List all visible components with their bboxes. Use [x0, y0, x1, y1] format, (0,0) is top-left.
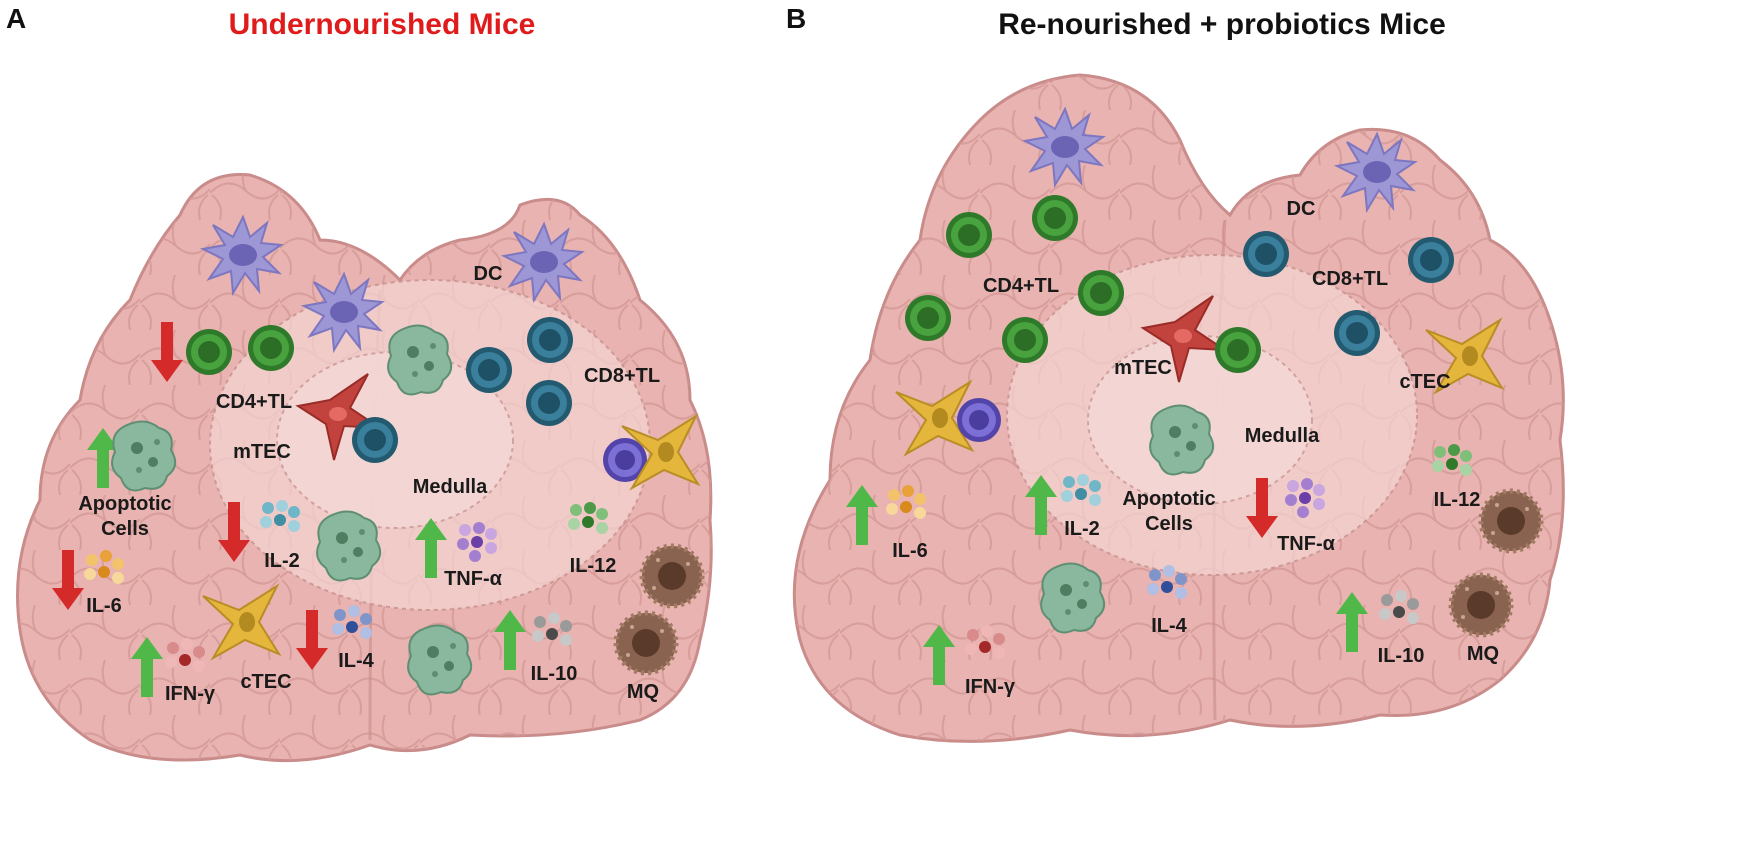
apoptotic-cell-icon: [111, 420, 177, 492]
label-apoptotic-1: Apoptotic: [78, 493, 171, 515]
panel-a-title: Undernourished Mice: [229, 8, 536, 41]
cytokine-cluster-icon: [886, 485, 926, 519]
label-ctec: cTEC: [1399, 371, 1450, 393]
label-medulla: Medulla: [413, 476, 488, 498]
cd8-t-cell-icon: [352, 417, 398, 463]
cd8-t-cell-icon: [1243, 231, 1289, 277]
apoptotic-cell-icon: [1149, 404, 1215, 476]
b-cell-icon: [957, 398, 1001, 442]
label-mq: MQ: [1467, 643, 1499, 665]
label-il12: IL-12: [1434, 489, 1481, 511]
label-il12: IL-12: [570, 555, 617, 577]
cytokine-cluster-icon: [165, 638, 205, 672]
macrophage-icon: [1451, 575, 1511, 635]
cd8-t-cell-icon: [1408, 237, 1454, 283]
cytokine-cluster-icon: [532, 612, 572, 646]
apoptotic-cell-icon: [1040, 562, 1106, 634]
cd4-t-cell-icon: [1002, 317, 1048, 363]
label-il2: IL-2: [1064, 518, 1100, 540]
cytokine-cluster-icon: [965, 625, 1005, 659]
label-ctec: cTEC: [240, 671, 291, 693]
label-apoptotic-2: Cells: [101, 518, 149, 540]
cd8-t-cell-icon: [526, 380, 572, 426]
label-medulla: Medulla: [1245, 425, 1320, 447]
label-mtec: mTEC: [1114, 357, 1172, 379]
cd4-t-cell-icon: [1032, 195, 1078, 241]
label-cd4: CD4+TL: [216, 391, 292, 413]
macrophage-icon: [1481, 491, 1541, 551]
label-tnf: TNF-α: [444, 568, 503, 590]
cytokine-cluster-icon: [457, 522, 497, 562]
panel-b-letter: B: [786, 3, 806, 34]
label-mtec: mTEC: [233, 441, 291, 463]
label-dc: DC: [474, 263, 503, 285]
cytokine-cluster-icon: [332, 605, 372, 639]
cd4-t-cell-icon: [248, 325, 294, 371]
label-mq: MQ: [627, 681, 659, 703]
label-il4: IL-4: [1151, 615, 1187, 637]
cytokine-cluster-icon: [260, 500, 300, 532]
cd4-t-cell-icon: [905, 295, 951, 341]
label-il6: IL-6: [86, 595, 122, 617]
label-il10: IL-10: [531, 663, 578, 685]
cd4-t-cell-icon: [1215, 327, 1261, 373]
cd8-t-cell-icon: [466, 347, 512, 393]
cytokine-cluster-icon: [568, 502, 608, 534]
label-il10: IL-10: [1378, 645, 1425, 667]
apoptotic-cell-icon: [316, 510, 382, 582]
macrophage-icon: [616, 613, 676, 673]
cytokine-cluster-icon: [1379, 590, 1419, 624]
label-il2: IL-2: [264, 550, 300, 572]
label-apoptotic-1: Apoptotic: [1122, 488, 1215, 510]
panel-a-letter: A: [6, 3, 26, 34]
apoptotic-cell-icon: [407, 624, 473, 696]
cytokine-cluster-icon: [84, 550, 124, 584]
label-apoptotic-2: Cells: [1145, 513, 1193, 535]
macrophage-icon: [642, 546, 702, 606]
cd8-t-cell-icon: [527, 317, 573, 363]
label-il4: IL-4: [338, 650, 374, 672]
label-il6: IL-6: [892, 540, 928, 562]
cytokine-cluster-icon: [1432, 444, 1472, 476]
cd4-t-cell-icon: [946, 212, 992, 258]
cytokine-cluster-icon: [1061, 474, 1101, 506]
label-tnf: TNF-α: [1277, 533, 1336, 555]
panel-b-title: Re-nourished + probiotics Mice: [998, 8, 1446, 41]
label-ifn: IFN-γ: [165, 683, 216, 705]
cytokine-cluster-icon: [1147, 565, 1187, 599]
panel-a: A Undernourished Mice DC CD4+TL CD8+TL m…: [6, 3, 713, 763]
label-cd4: CD4+TL: [983, 275, 1059, 297]
panel-b: B Re-nourished + probiotics Mice DC CD4+…: [786, 3, 1565, 743]
cd4-t-cell-icon: [186, 329, 232, 375]
label-ifn: IFN-γ: [965, 676, 1016, 698]
apoptotic-cell-icon: [387, 324, 453, 396]
cytokine-cluster-icon: [1285, 478, 1325, 518]
label-cd8: CD8+TL: [1312, 268, 1388, 290]
cd4-t-cell-icon: [1078, 270, 1124, 316]
label-dc: DC: [1287, 198, 1316, 220]
label-cd8: CD8+TL: [584, 365, 660, 387]
cd8-t-cell-icon: [1334, 310, 1380, 356]
